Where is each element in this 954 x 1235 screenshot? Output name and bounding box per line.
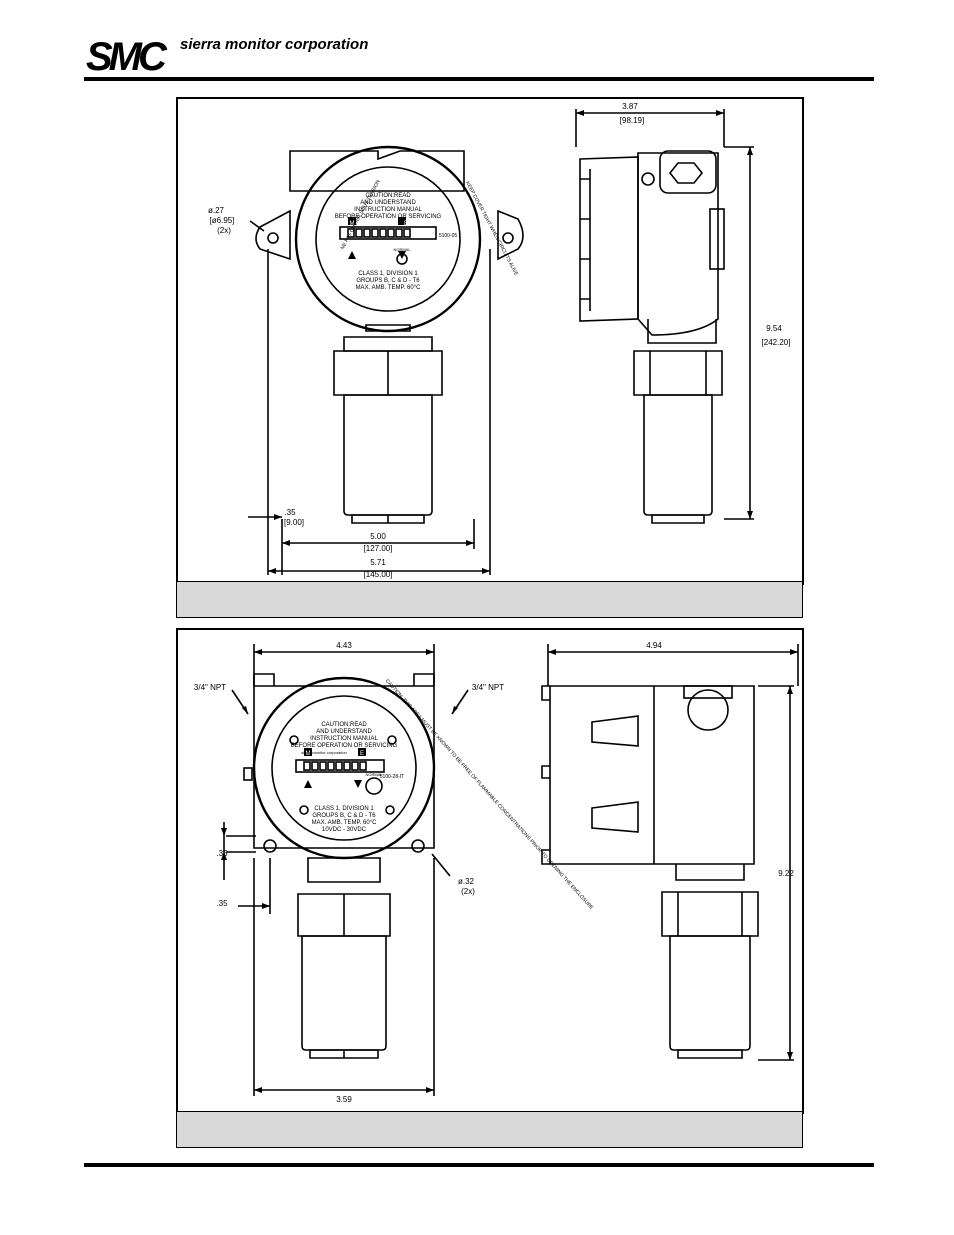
f2-dim-base: 3.59 [336,1095,352,1104]
f2-hole-dim: ø.32 [458,877,475,886]
f1-dim-c: 5.71 [370,558,386,567]
f2-class-2: GROUPS B, C & D - T6 [312,813,376,819]
f2-class-1: CLASS 1, DIVISION 1 [314,806,374,812]
f2-npt-right: 3/4" NPT [472,683,504,692]
side-cover [579,156,639,322]
figure-2-caption [176,1111,803,1148]
left-flange [255,209,291,261]
cover-bottom-tab [365,324,411,332]
f2-side-h: 9.22 [778,869,794,878]
f2-left-mount-hole [263,839,277,853]
right-flange [497,209,524,261]
f1-key-e: E [404,221,408,227]
f1-normal: NORMAL [393,247,411,252]
f2-side-w: 4.94 [646,641,662,650]
f2-side-housing [549,685,755,865]
f2-class-3: MAX. AMB. TEMP. 60°C [312,820,378,826]
f2-normal-led [365,777,383,795]
f1-side-h-mm: [242.20] [762,338,791,347]
f1-caution-3: INSTRUCTION MANUAL [354,207,422,213]
figure-1-caption [176,581,803,618]
front-housing-top [289,150,465,192]
f1-hole-dim-mm: [ø6.95] [210,216,235,225]
f2-key-e: E [360,751,364,757]
smc-logo: SMC [86,36,172,74]
figure-1-drawing: ø.27 [ø6.95] (2x) CAUTION:READ AND UNDER… [176,97,804,585]
f2-key-m: M [306,751,311,757]
f1-side-w: 3.87 [622,102,638,111]
f1-dim-a-mm: [9.00] [284,518,304,527]
neck-collar [343,336,433,352]
side-bracket [709,208,725,270]
f2-front-housing [253,685,435,849]
side-boss [659,150,717,194]
cover-inner-ring [315,166,461,312]
f1-class-1: CLASS 1, DIVISION 1 [358,271,418,277]
f1-key-m: M [350,221,355,227]
f1-dim-a: .35 [284,508,296,517]
footer-rule [84,1163,874,1167]
f1-caution-2: AND UNDERSTAND [360,200,416,206]
f2-caution-2: AND UNDERSTAND [316,729,372,735]
f2-side-port [687,689,729,731]
figure-1-svg: ø.27 [ø6.95] (2x) CAUTION:READ AND UNDER… [208,102,791,579]
f1-hole-dim: ø.27 [208,206,225,215]
hex-plug [668,162,704,184]
display-window [339,226,437,240]
header-rule [84,77,874,81]
hole-leader [249,220,265,232]
f2-hole-count: (2x) [461,887,475,896]
f2-dim-b: .35 [216,899,228,908]
f2-caution-1: CAUTION:READ [321,722,367,728]
f2-cover-inner-ring [271,695,417,841]
f1-side-w-mm: [98.19] [620,116,644,125]
f1-caution-1: CAUTION:READ [365,193,411,199]
logo-text: SMC [86,36,168,74]
side-housing [637,152,719,336]
f2-caution-3: INSTRUCTION MANUAL [310,736,378,742]
f2-ring-right: CAUTION: THIS AREA MUST BE KNOWN TO BE F… [384,678,595,911]
f2-display-window [295,759,385,773]
f1-class-3: MAX. AMB. TEMP. 60°C [356,285,422,291]
f2-normal: NORMAL [365,772,383,777]
f2-model: 5100-28-IT [380,774,404,780]
right-mount-hole [502,232,514,244]
f2-caution-4: BEFORE OPERATION OR SERVICING [291,743,398,749]
f1-hole-count: (2x) [217,226,231,235]
hex-nut [333,350,443,396]
f2-dim-a: .35 [216,849,228,858]
figure-2-drawing: 4.43 3/4" NPT 3/4" NPT CAUTION:READ AND … [176,628,804,1114]
sensor-body [343,394,433,516]
figure-2-svg: 4.43 3/4" NPT 3/4" NPT CAUTION:READ AND … [194,641,799,1104]
f1-model: 5100-05 [439,233,458,239]
f2-dim-w: 4.43 [336,641,352,650]
left-mount-hole [267,232,279,244]
f1-class-2: GROUPS B, C & D - T6 [356,278,420,284]
f2-npt-left: 3/4" NPT [194,683,226,692]
f2-mini-brand: sierra monitor corporation [301,750,347,755]
f1-caution-4: BEFORE OPERATION OR SERVICING [335,214,442,220]
f1-dim-c-mm: [145.00] [364,570,393,579]
f1-dim-b: 5.00 [370,532,386,541]
f1-dim-b-mm: [127.00] [364,544,393,553]
f2-class-4: 10VDC - 30VDC [322,827,367,833]
f1-ring-right: KEEP COVER TIGHT WHEN CIRCUITS ALIVE [464,181,519,278]
f1-side-h: 9.54 [766,324,782,333]
company-name: sierra monitor corporation [180,36,369,53]
f2-right-mount-hole [411,839,425,853]
